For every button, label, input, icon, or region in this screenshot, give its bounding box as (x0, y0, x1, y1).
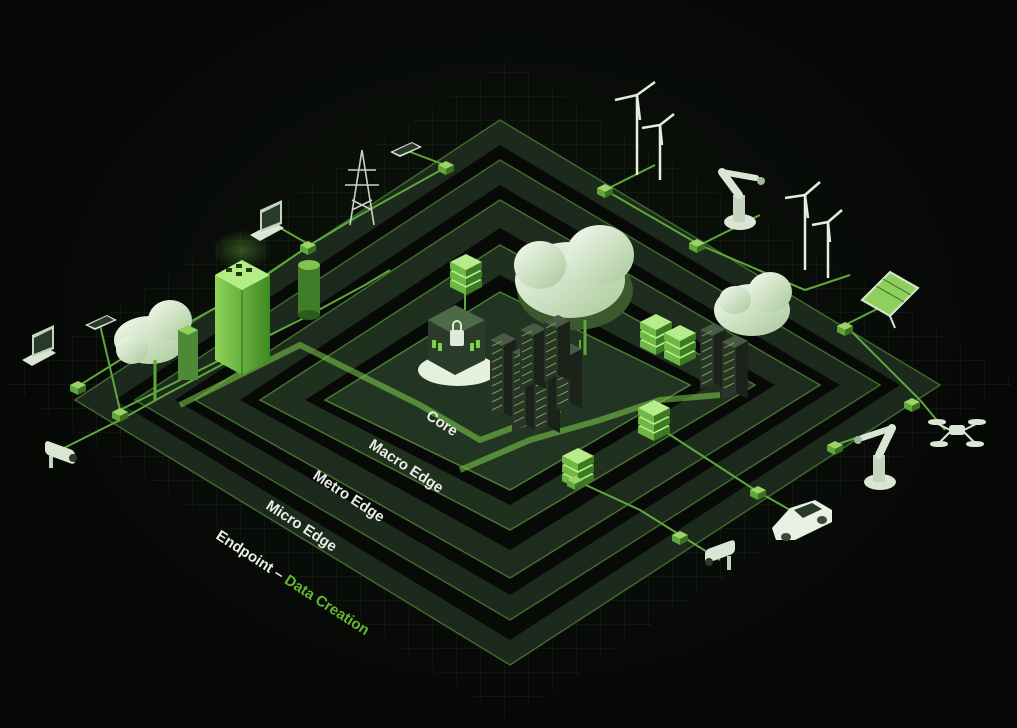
car-icon (772, 500, 832, 541)
data-center-building-icon (212, 230, 272, 375)
robot-arm-icon (854, 424, 896, 490)
laptop-icon (250, 200, 284, 241)
junction-node (689, 239, 705, 253)
junction-node (750, 486, 766, 500)
server-rack-icon (520, 323, 546, 390)
cloud-center-icon (514, 225, 634, 355)
storage-cylinder-icon (298, 260, 320, 320)
junction-node (300, 241, 316, 255)
junction-node (672, 531, 688, 545)
server-rack-icon (544, 315, 570, 382)
junction-node (70, 381, 86, 395)
drone-icon (928, 419, 986, 447)
storage-nodes (450, 254, 696, 489)
junction-node (597, 184, 613, 198)
laptop-icon (22, 325, 56, 366)
label-endpoint-separator: – (267, 562, 290, 585)
wind-turbine-icon (784, 181, 843, 278)
junction-node (827, 441, 843, 455)
storage-node-icon (450, 254, 482, 295)
server-rack-icon (700, 323, 726, 390)
server-rack-icon (722, 335, 748, 400)
wind-turbine-icon (614, 80, 675, 180)
solar-panel-icon (860, 270, 920, 329)
junction-nodes (70, 161, 920, 545)
small-tower-icon (178, 325, 198, 380)
smartphone-icon (390, 142, 422, 157)
secure-data-center-icon (418, 305, 498, 386)
smartphone-icon (85, 315, 117, 330)
junction-node (567, 476, 583, 490)
storage-node-icon (638, 400, 670, 441)
junction-node (112, 408, 128, 422)
storage-node-icon (562, 448, 594, 489)
storage-node-icon (664, 325, 696, 366)
security-camera-icon (705, 540, 735, 570)
robot-arm-icon (718, 168, 765, 230)
server-rack-cluster (490, 315, 582, 434)
junction-node (837, 322, 853, 336)
junction-node (438, 161, 454, 175)
cloud-right-icon (714, 272, 792, 336)
junction-node (904, 398, 920, 412)
server-rack-cluster-right (700, 323, 748, 400)
power-tower-icon (345, 149, 379, 226)
security-camera-icon (45, 441, 77, 468)
